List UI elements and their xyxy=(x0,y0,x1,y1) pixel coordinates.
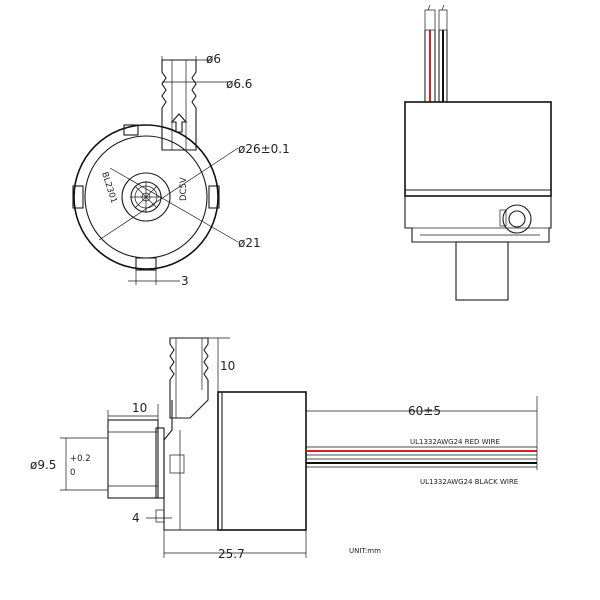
mount-tab-right xyxy=(208,185,220,209)
flange-left xyxy=(155,427,165,499)
outlet-nozzle xyxy=(161,59,197,151)
dim-body-diameter: ø26±0.1 xyxy=(98,142,290,241)
impeller-blades xyxy=(130,181,162,213)
svg-text:60±5: 60±5 xyxy=(408,404,441,418)
wire-leads-top xyxy=(424,4,448,102)
svg-text:ø21: ø21 xyxy=(238,236,261,250)
dim-inlet-length: 10 xyxy=(107,401,159,420)
mount-tab-bottom xyxy=(135,257,157,271)
inlet-pipe-plan xyxy=(107,419,159,499)
dim-outlet-inner: ø6 xyxy=(161,52,221,66)
svg-text:ø6.6: ø6.6 xyxy=(226,77,252,91)
unit-note: UNIT:mm xyxy=(349,547,381,555)
svg-text:ø26±0.1: ø26±0.1 xyxy=(238,142,290,156)
wire-leads-plan xyxy=(306,446,537,468)
motor-body xyxy=(404,101,552,197)
svg-text:10: 10 xyxy=(220,359,235,373)
outlet-barb-plan xyxy=(169,337,209,419)
svg-text:0: 0 xyxy=(70,468,75,478)
svg-text:+0.2: +0.2 xyxy=(70,454,91,464)
svg-text:4: 4 xyxy=(132,511,140,525)
svg-text:ø6: ø6 xyxy=(206,52,221,66)
black-wire-label: UL1332AWG24 BLACK WIRE xyxy=(420,478,518,486)
side-view xyxy=(404,4,552,301)
housing-outer-circle xyxy=(73,124,219,270)
svg-text:25.7: 25.7 xyxy=(218,547,245,561)
dim-outlet-outer: ø6.6 xyxy=(162,77,252,91)
dim-outlet-height: 10 xyxy=(208,337,235,392)
front-view: BL2301 DC5V ø6 ø6.6 ø26±0.1 ø21 xyxy=(72,52,290,288)
dim-tab-width: 3 xyxy=(128,270,189,288)
dim-inlet-diameter: ø9.5 +0.2 0 xyxy=(30,437,108,491)
voltage-marking: DC5V xyxy=(179,177,189,201)
dim-impeller-diameter: ø21 xyxy=(109,167,261,250)
dim-wire-length: 60±5 xyxy=(306,396,538,470)
plan-view: UL1332AWG24 RED WIRE UL1332AWG24 BLACK W… xyxy=(30,337,538,561)
svg-text:ø9.5: ø9.5 xyxy=(30,458,56,472)
flow-arrow-icon xyxy=(170,113,188,133)
model-marking: BL2301 xyxy=(99,171,118,205)
svg-text:10: 10 xyxy=(132,401,147,415)
dim-flange-thickness: 4 xyxy=(132,510,172,528)
dim-overall-length: 25.7 xyxy=(163,530,307,561)
svg-text:3: 3 xyxy=(181,274,189,288)
motor-body-plan xyxy=(217,391,307,531)
mount-tab-top xyxy=(123,124,139,136)
mount-tab-left xyxy=(72,185,84,209)
impeller-circle xyxy=(121,172,171,222)
inlet-stub-side xyxy=(455,241,509,301)
outlet-port-circle xyxy=(502,204,532,234)
red-wire-label: UL1332AWG24 RED WIRE xyxy=(410,438,500,446)
